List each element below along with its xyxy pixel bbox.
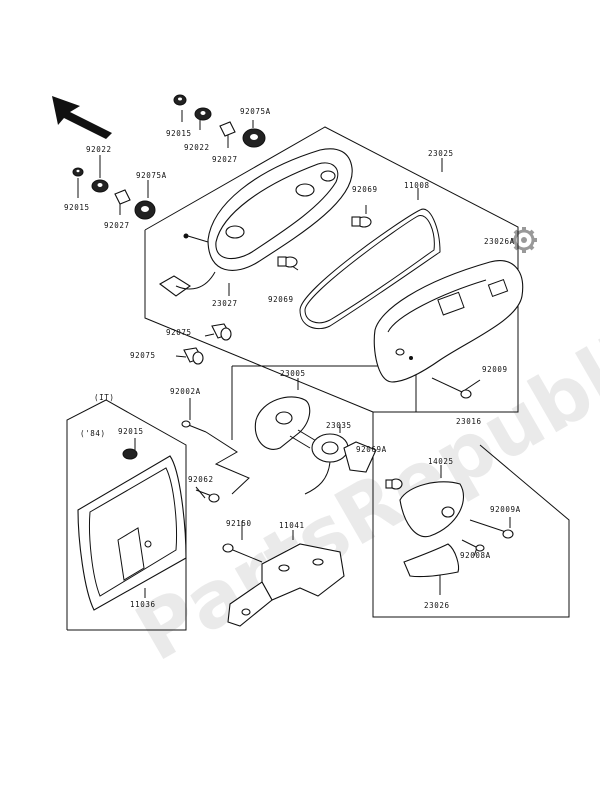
label-92015-left: 92015 <box>64 203 90 212</box>
cap-92075-lower <box>183 347 204 365</box>
bulb-92069-upper <box>351 216 372 228</box>
license-plate-holder-11036 <box>77 455 187 611</box>
label-92002a: 92002A <box>170 387 201 396</box>
lamp-lens-14025 <box>399 481 465 538</box>
label-92015-plate: 92015 <box>118 427 144 436</box>
label-11041: 11041 <box>279 521 305 530</box>
lamp-socket-23035 <box>304 433 377 495</box>
label-14025: 14025 <box>428 457 454 466</box>
label-92075a-upper: 92075A <box>240 107 271 116</box>
label-92069a: 92069A <box>356 445 387 454</box>
direction-arrow-icon <box>52 96 112 139</box>
grommet-92075a-upper <box>242 128 266 148</box>
tail-light-housing-23027 <box>159 148 353 297</box>
label-23005: 23005 <box>280 369 306 378</box>
group-outline-tail-light <box>144 126 519 413</box>
label-11008: 11008 <box>404 181 430 190</box>
label-11036: 11036 <box>130 600 156 609</box>
collar-92027-left <box>114 189 131 205</box>
label-23027: 23027 <box>212 299 238 308</box>
group-outline-plate <box>66 399 187 631</box>
gasket-11008 <box>299 208 441 330</box>
washer-92022-upper <box>194 107 212 121</box>
label-92027-upper: 92027 <box>212 155 238 164</box>
collar-92027-upper <box>219 121 236 137</box>
label-23035: 23035 <box>326 421 352 430</box>
part-labels: 92015 92022 92027 92075A 92022 92015 920… <box>64 107 521 610</box>
label-92075-upper: 92075 <box>166 328 192 337</box>
label-23025: 23025 <box>428 149 454 158</box>
bulb-92069-lower <box>277 256 298 268</box>
bolt-92150 <box>222 543 263 563</box>
label-92008a: 92008A <box>460 551 491 560</box>
label-92069-upper: 92069 <box>352 185 378 194</box>
label-92009: 92009 <box>482 365 508 374</box>
label-23026a: 23026A <box>484 237 515 246</box>
bolt-92002a <box>181 420 207 433</box>
label-92150: 92150 <box>226 519 252 528</box>
license-bracket-11041 <box>227 543 345 627</box>
screw-92009a <box>469 519 514 539</box>
screw-92008a <box>461 539 485 552</box>
rubber-grommet-92015-plate <box>122 448 138 460</box>
region-label-year: ('84) <box>80 429 106 438</box>
label-92075-lower: 92075 <box>130 351 156 360</box>
grommet-92075a-left <box>134 200 156 220</box>
label-92015-upper: 92015 <box>166 129 192 138</box>
label-92022-upper: 92022 <box>184 143 210 152</box>
region-label-it: (IT) <box>94 393 114 402</box>
label-92075a-left: 92075A <box>136 171 167 180</box>
label-23026: 23026 <box>424 601 450 610</box>
bulb-92069a <box>385 478 403 490</box>
cap-92075-upper <box>211 323 232 341</box>
bolt-92062 <box>195 489 220 503</box>
tail-light-lens-23026a <box>373 260 524 383</box>
rubber-grommet-92015-left <box>72 167 84 177</box>
rubber-grommet-92015-upper <box>173 94 187 106</box>
screw-92009 <box>431 377 472 399</box>
washer-92022-left <box>91 179 109 193</box>
label-92062: 92062 <box>188 475 214 484</box>
lamp-cover-23026 <box>403 543 460 578</box>
label-92069-lower: 92069 <box>268 295 294 304</box>
label-92022-left: 92022 <box>86 145 112 154</box>
label-92009a: 92009A <box>490 505 521 514</box>
license-lamp-base-23005 <box>254 396 319 450</box>
gear-icon <box>511 227 537 253</box>
label-23016: 23016 <box>456 417 482 426</box>
label-92027-left: 92027 <box>104 221 130 230</box>
